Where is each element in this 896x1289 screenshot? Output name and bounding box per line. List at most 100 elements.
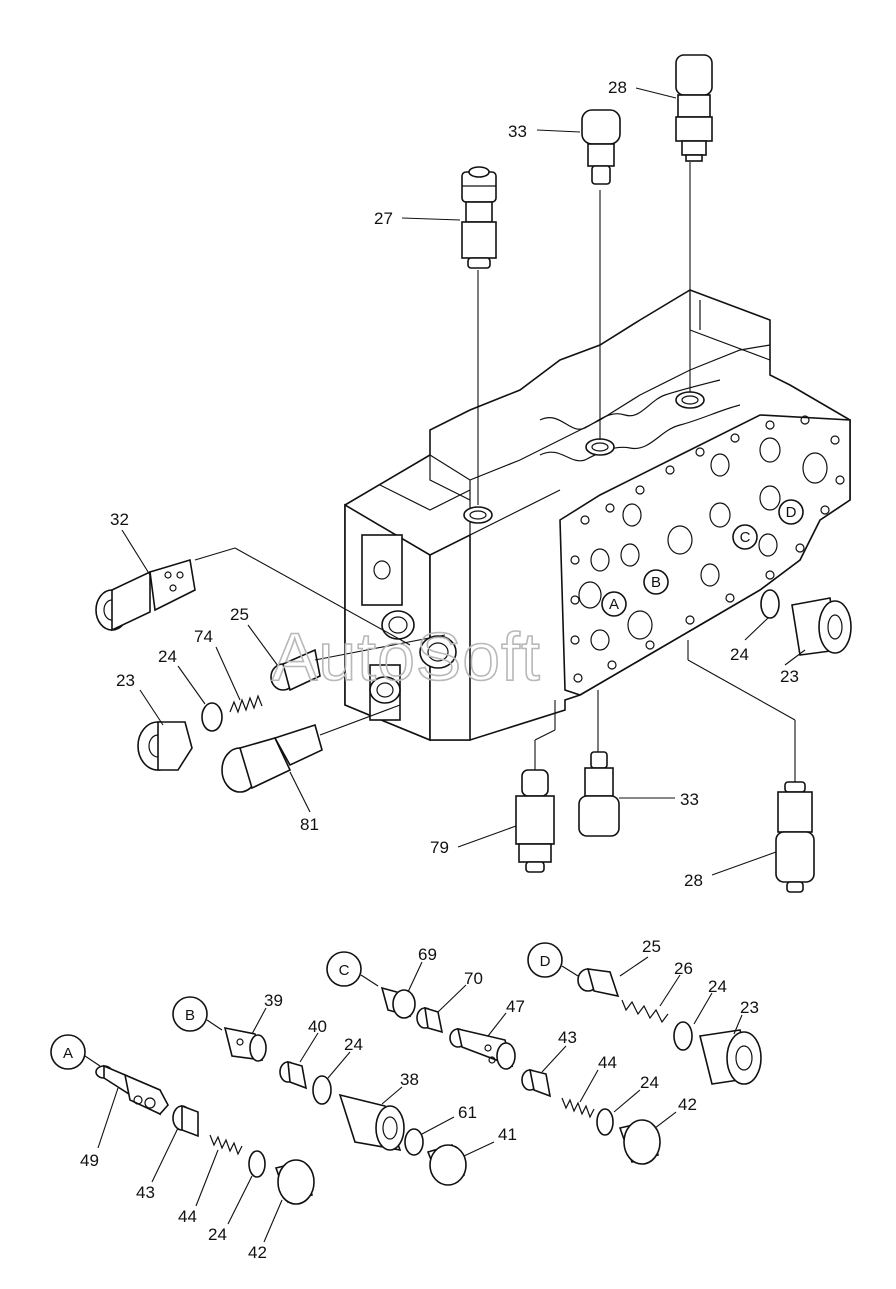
- port-marker-c-body: C: [732, 524, 758, 550]
- leader-b-group: [206, 1019, 223, 1031]
- part-49-spool: [95, 1064, 169, 1116]
- svg-text:A: A: [609, 596, 619, 613]
- callout-24-mid2: 24: [640, 1073, 659, 1092]
- callout-25-left: 25: [230, 605, 249, 624]
- leader-lines: [97, 87, 806, 1243]
- svg-text:C: C: [740, 529, 751, 546]
- callout-23-left: 23: [116, 671, 135, 690]
- callout-81: 81: [300, 815, 319, 834]
- part-43-seat-mid: [521, 1068, 552, 1098]
- part-79-valve: [515, 769, 555, 873]
- callout-40: 40: [308, 1017, 327, 1036]
- svg-text:C: C: [339, 962, 350, 979]
- callout-47: 47: [506, 997, 525, 1016]
- part-24-oring-left: [201, 702, 223, 732]
- part-38-sleeve: [338, 1093, 405, 1152]
- callout-42-a: 42: [248, 1243, 267, 1262]
- part-33-plug-bottom: [578, 751, 620, 837]
- part-39-seat: [223, 1026, 267, 1062]
- callout-39: 39: [264, 991, 283, 1010]
- callout-33-bottom: 33: [680, 790, 699, 809]
- part-33-plug-top: [581, 109, 621, 185]
- callout-38: 38: [400, 1070, 419, 1089]
- part-81-valve: [221, 723, 323, 793]
- callout-69: 69: [418, 945, 437, 964]
- part-47-spool: [449, 1027, 516, 1070]
- axis-32: [234, 547, 411, 646]
- control-valve-body: [344, 289, 851, 742]
- callout-32: 32: [110, 510, 129, 529]
- leader-c-group: [360, 974, 379, 987]
- part-43-seat-a: [172, 1104, 199, 1138]
- callout-23-d: 23: [740, 998, 759, 1017]
- port-marker-b-group: B: [172, 996, 208, 1032]
- callout-74: 74: [194, 627, 213, 646]
- callout-61: 61: [458, 1103, 477, 1122]
- callout-24-left: 24: [158, 647, 177, 666]
- part-24-oring-mid2: [596, 1108, 614, 1136]
- part-69-seat: [380, 986, 416, 1019]
- svg-text:A: A: [63, 1045, 73, 1062]
- callout-43-mid: 43: [558, 1028, 577, 1047]
- callout-43-a: 43: [136, 1183, 155, 1202]
- part-41-plug: [426, 1144, 467, 1186]
- callout-24-mid: 24: [344, 1035, 363, 1054]
- axis-81: [319, 704, 401, 736]
- port-marker-a-body: A: [601, 591, 627, 617]
- callout-33-top: 33: [508, 122, 527, 141]
- part-42-plug-mid: [618, 1119, 661, 1165]
- callout-41: 41: [498, 1125, 517, 1144]
- part-42-plug-a: [274, 1159, 315, 1205]
- callout-26: 26: [674, 959, 693, 978]
- part-28-relief-top: [675, 54, 713, 162]
- leader-32: [194, 547, 236, 561]
- part-25-poppet-left: [270, 648, 321, 692]
- callout-24-a: 24: [208, 1225, 227, 1244]
- part-24-oring-mid: [312, 1075, 332, 1105]
- part-25-poppet-d: [577, 968, 620, 998]
- svg-text:B: B: [651, 574, 661, 591]
- callout-79: 79: [430, 838, 449, 857]
- part-26-spring: [621, 999, 669, 1024]
- callout-23-right: 23: [780, 667, 799, 686]
- callout-27: 27: [374, 209, 393, 228]
- callout-25-d: 25: [642, 937, 661, 956]
- axis-25-left: [314, 634, 446, 661]
- svg-text:D: D: [786, 504, 797, 521]
- part-32-valve: [95, 558, 196, 632]
- callout-labels: 28 33 27 32 25 74 24 23 81 79 33 28 24 2…: [80, 78, 799, 1262]
- port-marker-c-group: C: [326, 951, 362, 987]
- callout-24-d: 24: [708, 977, 727, 996]
- part-24-oring-right: [760, 589, 780, 619]
- callout-42-mid: 42: [678, 1095, 697, 1114]
- leader-d-group: [561, 965, 579, 977]
- part-44-spring-mid: [561, 1097, 595, 1119]
- part-28-relief-bottom: [775, 781, 815, 893]
- part-74-spring: [229, 694, 263, 714]
- port-marker-d-body: D: [778, 499, 804, 525]
- part-23-plug-d: [699, 1029, 762, 1085]
- part-40-spring: [279, 1060, 308, 1090]
- leader-a-group: [84, 1055, 101, 1067]
- part-44-spring-a: [209, 1134, 243, 1156]
- part-24-oring-a: [248, 1150, 266, 1178]
- centerline-28-bottom-b: [687, 659, 796, 721]
- callout-28-top: 28: [608, 78, 627, 97]
- svg-text:D: D: [540, 953, 551, 970]
- part-24-oring-d: [673, 1021, 693, 1051]
- centerline-79-b: [534, 729, 556, 741]
- callout-70: 70: [464, 969, 483, 988]
- part-23-plug-right: [791, 597, 852, 656]
- part-61-oring: [404, 1128, 424, 1156]
- watermark-text: AutoSoft: [272, 619, 541, 695]
- callout-44-a: 44: [178, 1207, 197, 1226]
- port-marker-d-group: D: [527, 942, 563, 978]
- part-23-plug-left: [137, 721, 193, 771]
- port-marker-b-body: B: [643, 569, 669, 595]
- callout-24-right: 24: [730, 645, 749, 664]
- svg-text:B: B: [185, 1007, 195, 1024]
- port-marker-a-group: A: [50, 1034, 86, 1070]
- callout-44-mid: 44: [598, 1053, 617, 1072]
- callout-28-bottom: 28: [684, 871, 703, 890]
